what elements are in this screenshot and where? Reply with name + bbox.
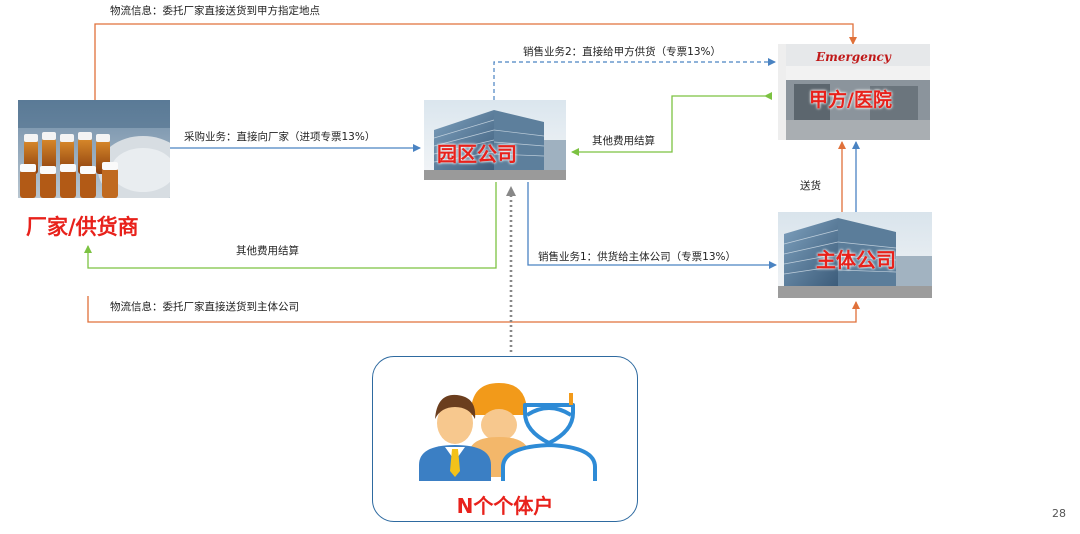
park-company-title: 园区公司 — [437, 142, 517, 166]
label-other-fee-left: 其他费用结算 — [236, 245, 299, 257]
hospital-sign-text: Emergency — [815, 50, 892, 64]
edge-sales2 — [493, 58, 776, 100]
businessman-icon — [419, 394, 491, 481]
edge-logistics-bottom — [87, 296, 860, 323]
individuals-people-icon — [419, 383, 597, 481]
main-company-title: 主体公司 — [816, 248, 896, 272]
individuals-box: N个个体户 — [372, 356, 638, 522]
page-number: 28 — [1052, 507, 1066, 520]
hospital-title: 甲方/医院 — [809, 89, 892, 111]
label-logistics-top: 物流信息：委托厂家直接送货到甲方指定地点 — [110, 5, 320, 17]
individuals-title: N个个体户 — [456, 494, 554, 518]
label-logistics-bottom: 物流信息：委托厂家直接送货到主体公司 — [110, 301, 299, 313]
label-other-fee-right: 其他费用结算 — [592, 135, 655, 147]
edge-sales1 — [527, 182, 777, 269]
edge-other-fee-right — [571, 92, 772, 156]
edge-other-fee-left — [84, 182, 497, 269]
label-purchase: 采购业务：直接向厂家（进项专票13%） — [184, 131, 376, 143]
main-company-photo — [778, 212, 932, 298]
edge-logistics-top — [94, 23, 857, 100]
park-company-photo — [424, 100, 566, 180]
label-sales1: 销售业务1：供货给主体公司（专票13%） — [538, 251, 737, 263]
factory-photo — [18, 100, 170, 198]
label-delivery: 送货 — [800, 180, 821, 192]
factory-title: 厂家/供货商 — [26, 215, 139, 239]
student-outline-icon — [501, 393, 597, 481]
hospital-photo: Emergency — [778, 44, 930, 140]
label-sales2: 销售业务2：直接给甲方供货（专票13%） — [523, 46, 722, 58]
